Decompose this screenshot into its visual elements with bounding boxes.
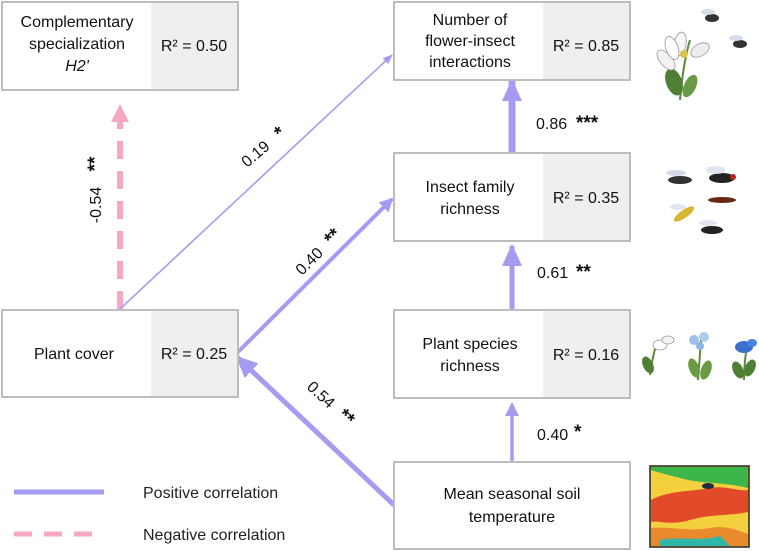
r2-value: R² = 0.85 <box>553 38 619 55</box>
svg-text:Mean seasonal soil: Mean seasonal soil <box>444 486 581 503</box>
svg-text:Complementary: Complementary <box>21 14 134 31</box>
plant-species-icon <box>642 332 757 381</box>
flower-with-flies-icon <box>656 9 747 101</box>
path-arrow-cover-to-insect-richness <box>234 197 394 356</box>
legend-negative-label: Negative correlation <box>143 527 285 544</box>
svg-text:flower-insect: flower-insect <box>425 33 515 50</box>
insect-families-icon <box>666 166 736 234</box>
stars-soil-plantrich: * <box>574 422 582 443</box>
svg-text:richness: richness <box>440 358 500 375</box>
coef-plantrich-insect: 0.61 <box>537 265 568 282</box>
svg-text:0.54: 0.54 <box>303 378 337 412</box>
svg-text:Insect family: Insect family <box>426 179 515 196</box>
coef-cover-specialization: -0.54 <box>88 187 105 224</box>
svg-text:*: * <box>270 122 290 143</box>
svg-text:specialization: specialization <box>29 36 125 53</box>
svg-text:Plant cover: Plant cover <box>34 346 115 363</box>
coef-soil-plantrich: 0.40 <box>537 427 568 444</box>
soil-temperature-map-icon <box>649 465 750 548</box>
node-plant-cover: Plant cover R² = 0.25 <box>1 309 239 398</box>
node-soil-temperature: Mean seasonal soil temperature <box>393 461 631 550</box>
svg-text:temperature: temperature <box>469 509 555 526</box>
r2-value: R² = 0.25 <box>161 346 227 363</box>
node-flower-insect-interactions: Number of flower-insect interactions R² … <box>393 1 631 81</box>
stars-insect-interactions: *** <box>576 113 599 134</box>
r2-value: R² = 0.35 <box>553 190 619 207</box>
stars-plantrich-insect: ** <box>576 262 591 283</box>
label-cover-interactions: 0.19 * <box>239 122 290 171</box>
legend-positive-label: Positive correlation <box>143 485 278 502</box>
svg-text:0.40: 0.40 <box>293 245 327 279</box>
svg-text:H2': H2' <box>65 58 89 75</box>
path-arrow-cover-to-interactions <box>119 54 393 310</box>
svg-text:**: ** <box>333 405 359 431</box>
svg-text:richness: richness <box>440 201 500 218</box>
stars-cover-specialization: ** <box>85 156 106 171</box>
path-arrow-soil-to-cover <box>235 355 396 507</box>
legend: Positive correlation Negative correlatio… <box>14 485 285 544</box>
r2-value: R² = 0.16 <box>553 347 619 364</box>
node-insect-family-richness: Insect family richness R² = 0.35 <box>393 152 631 242</box>
svg-text:Plant species: Plant species <box>422 336 517 353</box>
r2-value: R² = 0.50 <box>161 38 227 55</box>
svg-text:interactions: interactions <box>429 54 511 71</box>
coef-insect-interactions: 0.86 <box>536 116 567 133</box>
node-complementary-specialization: Complementary specialization H2' R² = 0.… <box>1 1 239 91</box>
label-soil-cover: 0.54 ** <box>303 378 359 431</box>
svg-text:Number of: Number of <box>433 12 508 29</box>
svg-text:0.19: 0.19 <box>239 138 274 171</box>
node-plant-species-richness: Plant species richness R² = 0.16 <box>393 309 631 399</box>
